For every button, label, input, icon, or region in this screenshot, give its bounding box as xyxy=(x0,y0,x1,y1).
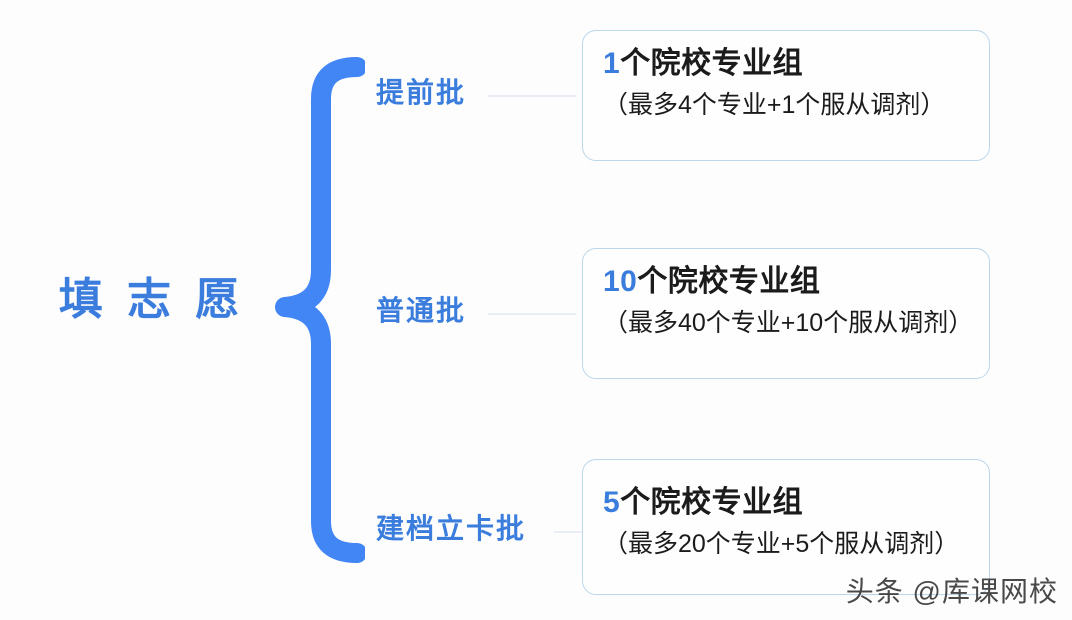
curly-brace-icon xyxy=(275,57,365,563)
card-heading: 5个院校专业组 xyxy=(603,484,971,522)
card-heading-number: 10 xyxy=(603,265,638,298)
info-card-tiqianpi: 1个院校专业组 （最多4个专业+1个服从调剂） xyxy=(582,30,990,161)
connector-line-3 xyxy=(554,531,582,533)
info-card-putongpi: 10个院校专业组 （最多40个专业+10个服从调剂） xyxy=(582,248,990,379)
info-card-jiandanglikapi: 5个院校专业组 （最多20个专业+5个服从调剂） xyxy=(582,459,990,595)
card-heading-text: 个院校专业组 xyxy=(620,486,804,519)
watermark: 头条 @库课网校 xyxy=(845,576,1058,607)
card-heading-text: 个院校专业组 xyxy=(620,47,804,80)
card-heading: 10个院校专业组 xyxy=(603,263,971,301)
branch-label-putongpi: 普通批 xyxy=(376,295,467,326)
card-subtext: （最多4个专业+1个服从调剂） xyxy=(603,90,946,119)
card-heading-text: 个院校专业组 xyxy=(637,265,821,298)
card-heading: 1个院校专业组 xyxy=(603,45,971,83)
connector-line-1 xyxy=(488,95,576,97)
branch-label-tiqianpi: 提前批 xyxy=(376,77,467,108)
card-subtext: （最多40个专业+10个服从调剂） xyxy=(603,308,974,337)
card-heading-number: 1 xyxy=(603,47,621,80)
branch-label-jiandanglikapi: 建档立卡批 xyxy=(376,513,527,544)
card-subtext: （最多20个专业+5个服从调剂） xyxy=(603,529,960,558)
root-label: 填 志 愿 xyxy=(58,275,246,324)
connector-line-2 xyxy=(488,313,576,315)
card-heading-number: 5 xyxy=(603,486,621,519)
